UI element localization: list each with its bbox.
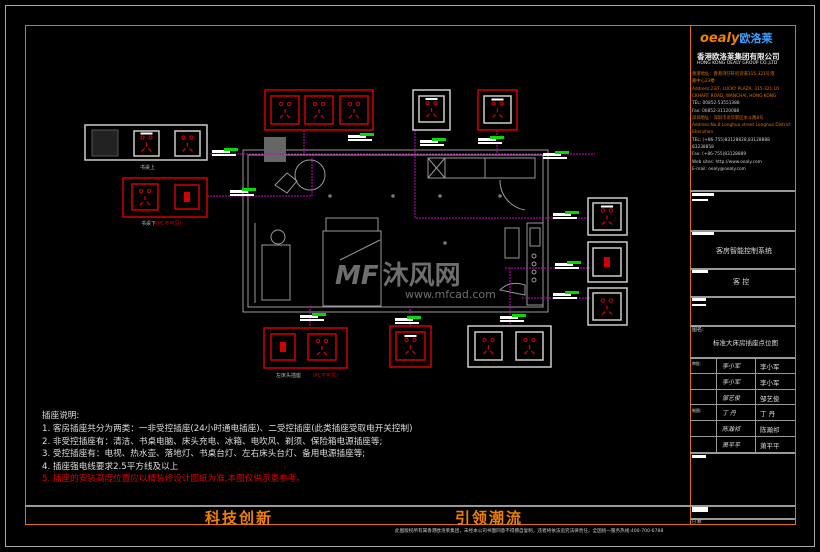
company-info-line: 嘉中心23楼	[692, 79, 715, 85]
note-item: 3. 受控插座有：电视、热水壶、落地灯、书桌台灯、左右床头台灯、备用电源插座等;	[42, 449, 366, 460]
socket-outlet	[307, 333, 337, 361]
socket-outlet	[270, 95, 300, 125]
company-name-en: HONG KONG OEALY GROUP CO.,LTD	[697, 61, 778, 66]
circuit-tag	[212, 148, 238, 156]
circuit-tag	[395, 316, 421, 324]
socket-panel	[122, 177, 208, 218]
company-info-line: CKHART ROAD, WANCHAI, HONG KONG	[692, 93, 777, 99]
socket-outlet	[304, 95, 334, 125]
date-label: 日 期:	[692, 519, 703, 524]
footer-copyright: 此图版权所有属香港欧洛莱集团，未经本公司书面同意不得擅自复制，违者将依法追究法律…	[395, 529, 664, 534]
signature-name: 李小军	[760, 378, 780, 387]
company-info-line: Web sites: http://www.oealy.com	[692, 159, 762, 165]
label-desk-top: 书桌上	[140, 165, 156, 171]
socket-panel	[467, 325, 552, 368]
circuit-tag	[300, 313, 326, 321]
drawing-name: 标准大床房插座点位图	[713, 339, 778, 347]
circuit-tag	[420, 138, 446, 146]
socket-outlet	[131, 183, 159, 211]
signature-name: 李小军	[760, 363, 780, 371]
circuit-tag	[348, 133, 374, 141]
project-name: 客房智能控制系统	[716, 247, 772, 255]
note-item: 2. 非受控插座有：清洁、书桌电脑、床头充电、冰箱、电吹风、剃须、保险箱电源插座…	[42, 436, 383, 447]
company-info-line: E-mail: oealy@oealy.com	[692, 166, 746, 172]
company-logo: oealy欧洛莱	[700, 31, 773, 46]
socket-panel	[84, 124, 208, 161]
signature-signature: 邹艺俊	[722, 394, 741, 402]
signature-name: 邹艺俊	[760, 394, 780, 403]
company-info-line: 83238858	[692, 145, 714, 150]
socket-panel	[389, 325, 432, 368]
socket-switch	[174, 184, 200, 210]
circuit-tag	[478, 136, 504, 144]
socket-panel	[587, 241, 628, 283]
socket-panel	[264, 89, 374, 131]
company-info-line: TEL: 00852-53551388	[692, 101, 740, 107]
signature-name: 萧平平	[760, 442, 780, 450]
drawing-name-label: 图名:	[692, 327, 704, 333]
circuit-tag	[230, 188, 256, 196]
signature-label: 审批:	[692, 361, 702, 366]
circuit-tags	[212, 133, 581, 324]
signature-signature: 陈瀚祁	[722, 426, 741, 434]
signature-signature: 李小军	[722, 378, 741, 386]
slogan-1: 科技创新	[205, 509, 274, 527]
signature-signature: 丁 丹	[722, 410, 736, 418]
socket-switch	[592, 247, 622, 277]
note-item: 1. 客房插座共分为两类：一非受控插座(24小时通电插座)、二受控插座(此类插座…	[42, 424, 413, 434]
signature-signature: 李小军	[722, 363, 741, 370]
signature-name: 陈瀚祁	[760, 426, 780, 435]
label-desk-bottom: 书桌下(PC不可见)	[141, 221, 182, 227]
company-info-line: 深圳地址：深圳市龙华新区水斗路8号	[692, 115, 764, 121]
outer-frame	[5, 5, 815, 547]
circuit-tag	[553, 291, 579, 299]
socket-switch	[270, 333, 296, 361]
socket-panel	[477, 89, 518, 131]
company-info-line: TEL: (+86-755)83128828,83128888	[692, 137, 770, 143]
socket-covered	[483, 95, 512, 124]
company-info-line: Address:23/F, LUCKY PLAZA, 315-321 LO	[692, 86, 780, 92]
company-info-line: Fax: 00852-31120088	[692, 108, 740, 114]
circuit-tag	[553, 211, 579, 219]
sockets	[84, 89, 628, 369]
signature-name: 丁 丹	[760, 410, 776, 419]
drawing-category: 客 控	[733, 278, 750, 286]
socket-covered	[395, 331, 426, 361]
socket-outlet	[174, 130, 201, 157]
circuit-tag	[500, 314, 526, 322]
socket-panel	[587, 197, 628, 236]
notes-title: 插座说明:	[42, 411, 80, 421]
signature-label: 制图:	[692, 408, 702, 414]
circuit-tag	[543, 151, 569, 159]
title-block	[690, 25, 796, 525]
note-item: 4. 插座强电线要求2.5平方线及以上	[42, 461, 179, 472]
company-name-cn: 香港欧洛莱集团有限公司	[697, 52, 780, 61]
socket-outlet	[515, 331, 544, 361]
socket-covered	[592, 202, 622, 231]
notes-warning: 5. 插座的安装高度位置应以精装修设计图纸为准,本图仅供示意参考。	[42, 474, 305, 484]
company-info-line: Shenzhen	[692, 130, 714, 136]
drawing-frame	[25, 25, 796, 525]
socket-covered	[418, 95, 445, 123]
socket-outlet	[592, 292, 622, 321]
socket-outlet	[474, 331, 503, 361]
slogan-2: 引领潮流	[455, 509, 524, 527]
socket-covered	[133, 130, 160, 157]
floor-plan	[242, 137, 549, 313]
socket-outlet	[339, 95, 369, 125]
signature-signature: 萧平平	[722, 442, 741, 449]
company-info-line: Fax: (+86-755)83128889	[692, 152, 747, 158]
company-info-line: Address:No.8 Longhua street Longhua Dist…	[692, 123, 791, 129]
label-left-bedside: 左床头插座 (PC不可见)	[276, 373, 339, 379]
company-info-line: 香港地址：香港湾仔轩尼诗道315-321号港	[692, 72, 775, 77]
socket-panel	[263, 327, 348, 369]
socket-panel	[587, 287, 628, 326]
socket-panel	[412, 89, 451, 131]
circuit-tag	[555, 261, 581, 269]
